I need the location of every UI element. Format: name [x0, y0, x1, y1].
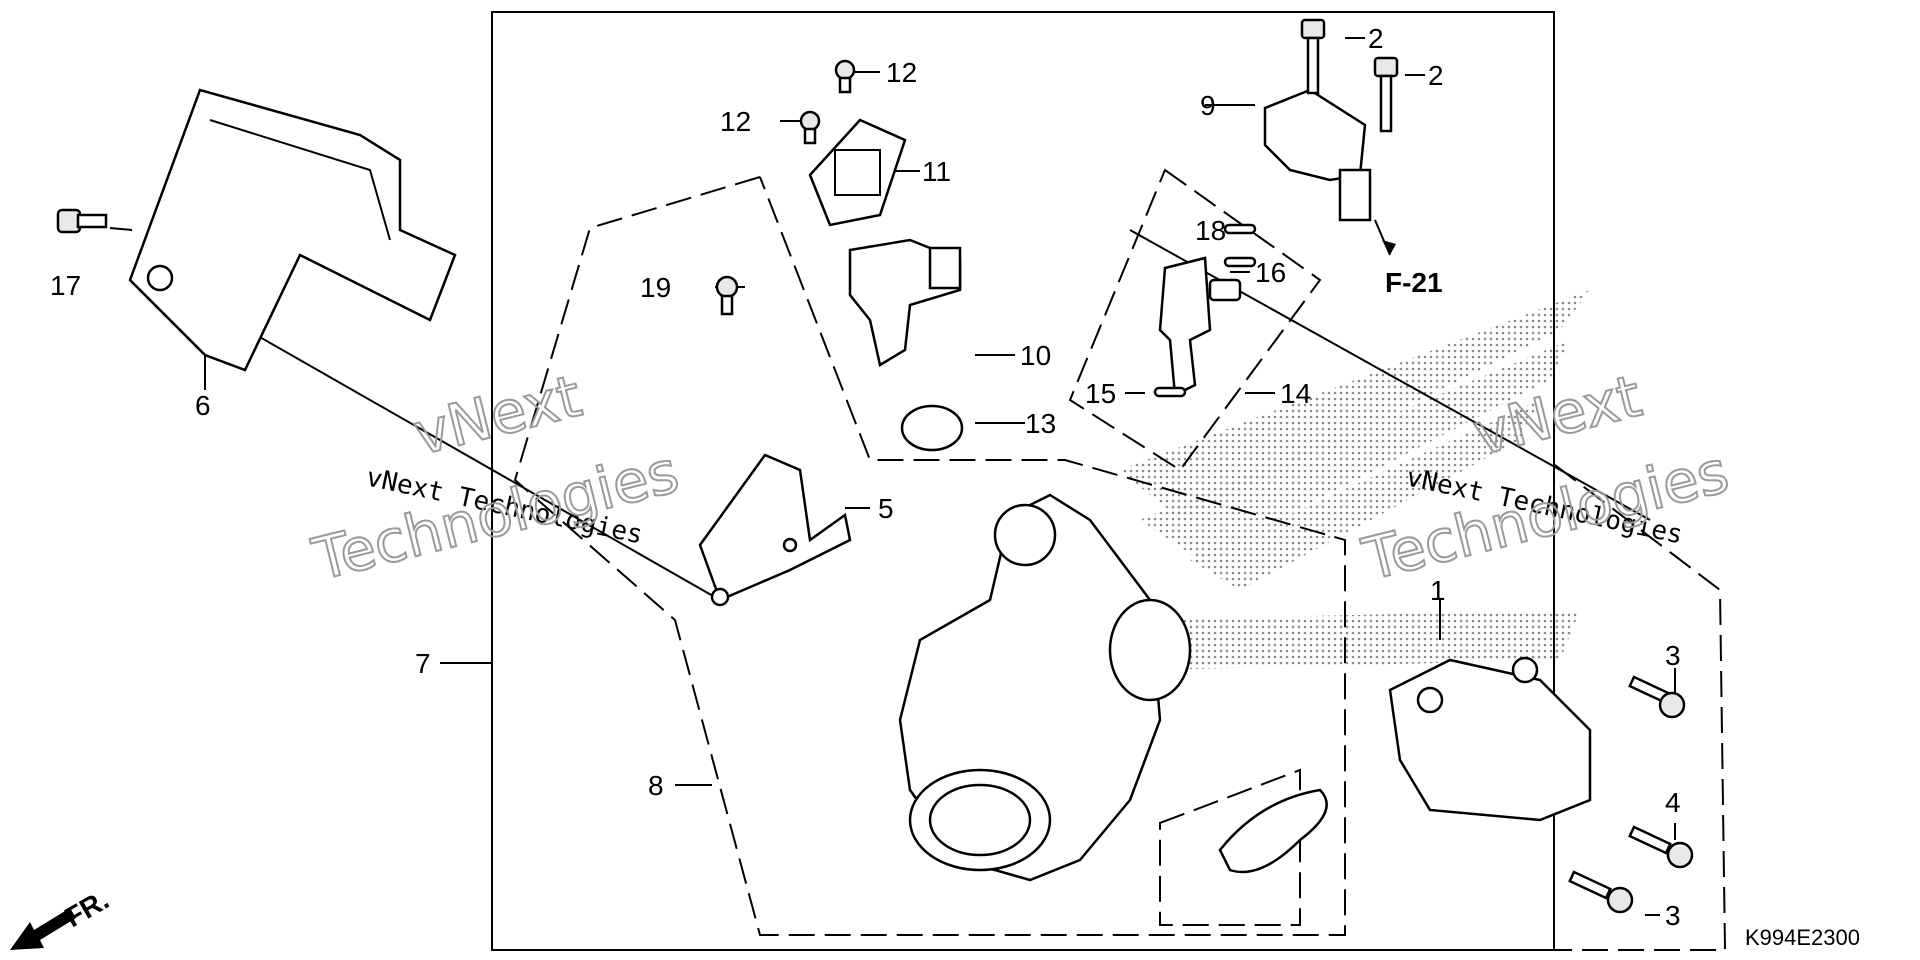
callout-14: 14: [1280, 378, 1311, 409]
cover-part: [128, 88, 457, 372]
leader-lines: [109, 37, 1676, 916]
callout-1: 1: [1430, 575, 1446, 606]
o-ring-13: [900, 404, 964, 452]
sensor-10: [848, 238, 962, 367]
sensor-9: [1263, 88, 1372, 222]
main-frame: [491, 11, 1555, 951]
sensor-kit-boundary: [1068, 168, 1322, 472]
callout-4: 4: [1665, 787, 1681, 818]
seal-16: [1223, 256, 1257, 268]
bolt-2-a: [1300, 18, 1326, 95]
watermark-outline-top-left: vNext: [407, 362, 588, 469]
callout-18: 18: [1195, 215, 1226, 246]
callout-9: 9: [1200, 90, 1216, 121]
callout-15: 15: [1085, 378, 1116, 409]
diagram-code: K994E2300: [1745, 925, 1860, 950]
callout-19: 19: [640, 272, 671, 303]
callout-5: 5: [878, 493, 894, 524]
callout-11: 11: [922, 156, 951, 187]
seal-18: [1223, 223, 1257, 235]
bracket-part: [698, 453, 852, 607]
bolt-4: [1628, 825, 1694, 869]
bolt-3-b: [1568, 870, 1634, 914]
front-direction-arrow-icon: [10, 908, 76, 950]
callout-3-b: 3: [1665, 900, 1681, 931]
callout-12-a: 12: [886, 57, 917, 88]
bolt-17: [56, 208, 108, 234]
background-logo-watermark: [1120, 290, 1590, 670]
callout-3-a: 3: [1665, 640, 1681, 671]
sensor-unit-boundary: [1554, 464, 1727, 951]
throttle-body-part: [898, 493, 1192, 882]
screw-12-b: [799, 110, 821, 145]
injector-14: [1158, 256, 1242, 397]
callout-6: 6: [195, 390, 211, 421]
callout-2-a: 2: [1368, 23, 1384, 54]
callout-7: 7: [415, 648, 431, 679]
screw-19: [715, 275, 739, 316]
plate-11: [808, 118, 907, 227]
callout-2-b: 2: [1428, 60, 1444, 91]
reference-arrowhead: [1382, 240, 1396, 255]
bolt-3-a: [1628, 675, 1686, 719]
callout-12-b: 12: [720, 106, 751, 137]
callout-17: 17: [50, 270, 81, 301]
seal-15: [1153, 386, 1187, 398]
screw-12-a: [834, 59, 856, 94]
callouts: 1 2 2 3 3 4 5 6 7 8 9 10 11 12 12 13 14 …: [50, 23, 1681, 931]
gasket-boundary: [1159, 768, 1301, 926]
reference-label: F-21: [1385, 267, 1443, 298]
gasket: [1218, 788, 1328, 874]
throttle-body-assembly-boundary: [513, 176, 1346, 936]
direction-label: FR.: [60, 884, 115, 933]
callout-13: 13: [1025, 408, 1056, 439]
callout-10: 10: [1020, 340, 1051, 371]
watermark-outline-bottom-left: Technologies: [306, 437, 685, 593]
callout-16: 16: [1255, 257, 1286, 288]
sensor-unit-1: [1388, 656, 1592, 822]
bolt-2-b: [1373, 56, 1399, 133]
callout-8: 8: [648, 770, 664, 801]
